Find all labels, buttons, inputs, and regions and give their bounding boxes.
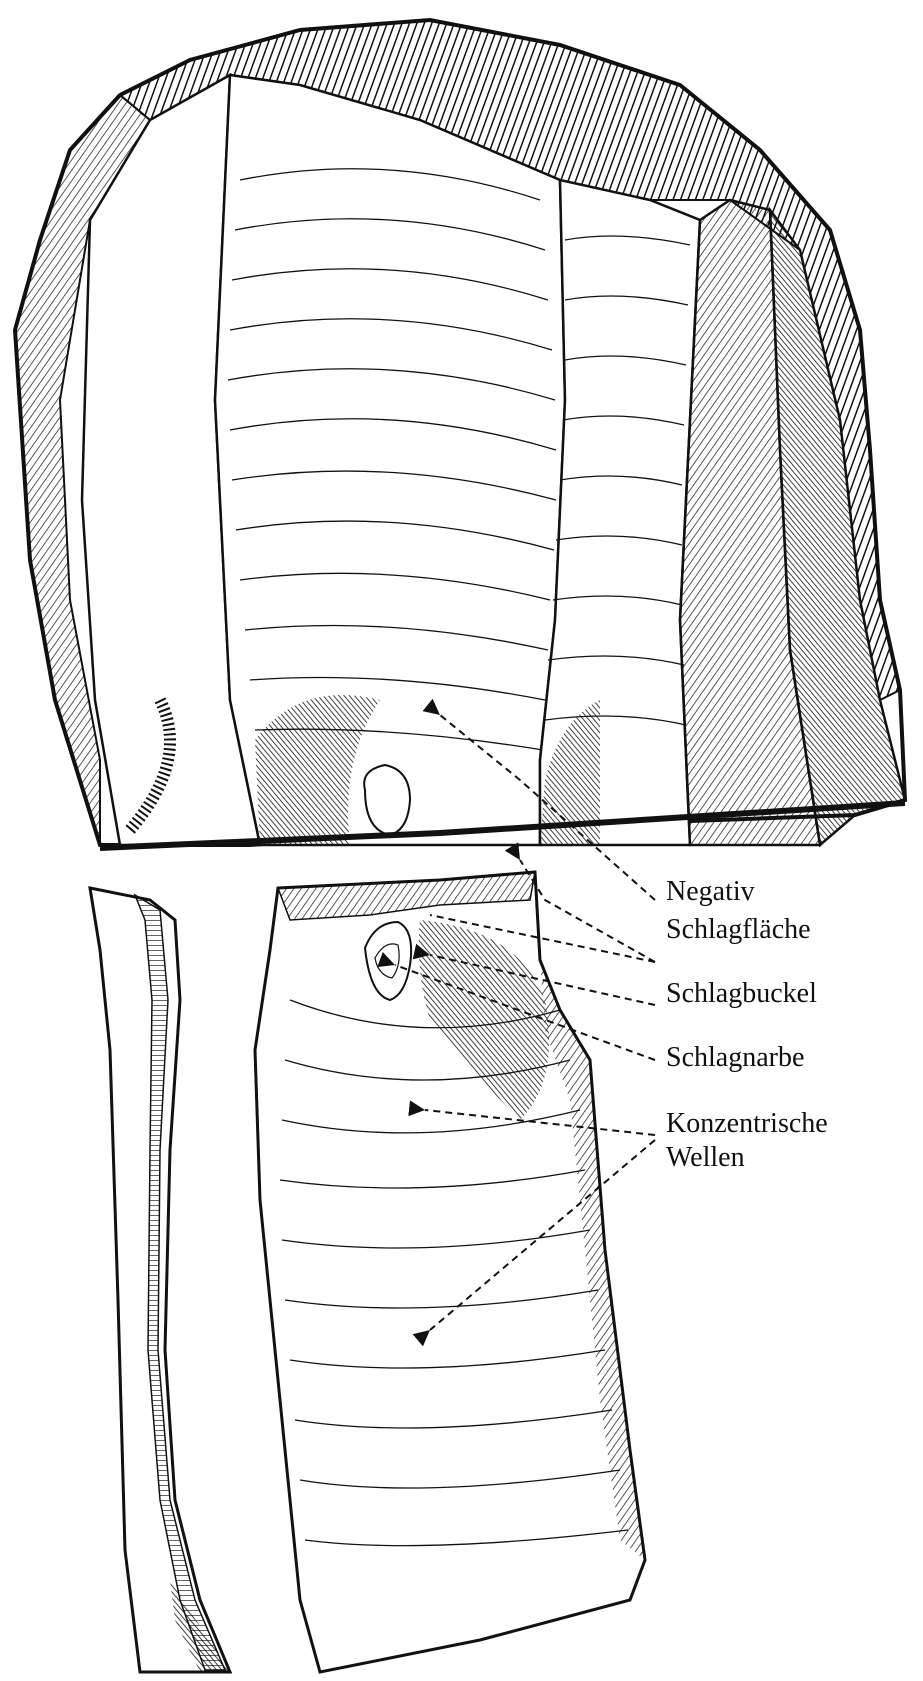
label-wellen: Wellen [666, 1142, 745, 1173]
label-konzentrische: Konzentrische [666, 1108, 828, 1139]
labels: Negativ Schlagfläche Schlagbuckel Schlag… [666, 876, 828, 1173]
label-schlagflaeche: Schlagfläche [666, 914, 811, 945]
label-negativ: Negativ [666, 876, 755, 907]
flake-front-view [255, 872, 645, 1672]
core-nucleus [15, 20, 905, 848]
label-schlagbuckel: Schlagbuckel [666, 978, 817, 1009]
flake-side-view [90, 888, 230, 1672]
label-schlagnarbe: Schlagnarbe [666, 1042, 804, 1073]
